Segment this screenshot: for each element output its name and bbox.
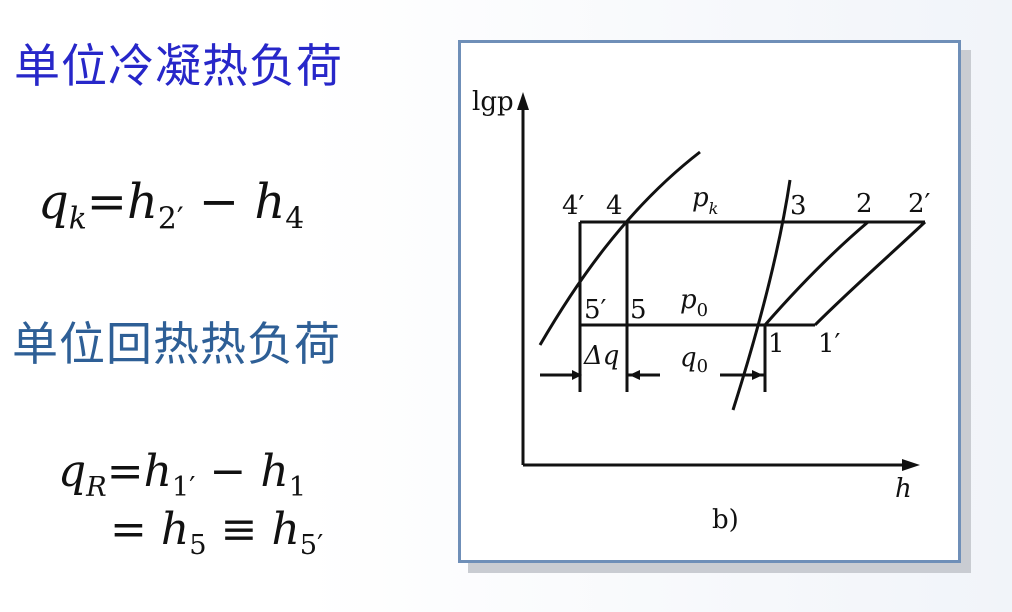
label-3: 3 — [790, 191, 807, 221]
compression-line-1prime-2prime — [813, 220, 927, 327]
label-2prime: 2′ — [908, 189, 931, 219]
arrow-q0-right — [752, 370, 763, 380]
heading-regenerative-heat-load: 单位回热热负荷 — [12, 317, 341, 371]
saturated-vapor-line — [731, 179, 792, 411]
saturated-liquid-line — [538, 150, 701, 346]
label-5: 5 — [630, 295, 647, 325]
arrow-into-5prime — [572, 370, 582, 380]
diagram-caption: b) — [712, 505, 739, 535]
x-axis-label: h — [895, 474, 912, 504]
formula-qk: qk=h2′ − h4 — [38, 174, 305, 237]
label-1prime: 1′ — [818, 329, 841, 359]
label-1: 1 — [768, 329, 785, 359]
label-q0: q0 — [680, 343, 708, 377]
label-4prime: 4′ — [562, 191, 585, 221]
label-delta-q: Δq — [583, 341, 619, 371]
label-4: 4 — [606, 191, 623, 221]
label-p0: p0 — [680, 285, 708, 321]
y-axis-label: lgp — [472, 87, 514, 117]
formula-qr-equivalence: = h5 ≡ h5′ — [110, 504, 324, 561]
label-2: 2 — [856, 189, 873, 219]
y-axis-arrow — [517, 92, 529, 110]
arrow-q0-left — [629, 370, 640, 380]
compression-line-1-2 — [763, 220, 869, 326]
x-axis-arrow — [902, 459, 920, 471]
diagram-panel — [458, 40, 961, 563]
formula-qr: qR=h1′ − h1 — [58, 446, 307, 503]
heading-condensing-heat-load: 单位冷凝热负荷 — [14, 39, 343, 93]
label-pk: pk — [692, 183, 718, 218]
label-5prime: 5′ — [584, 295, 607, 325]
